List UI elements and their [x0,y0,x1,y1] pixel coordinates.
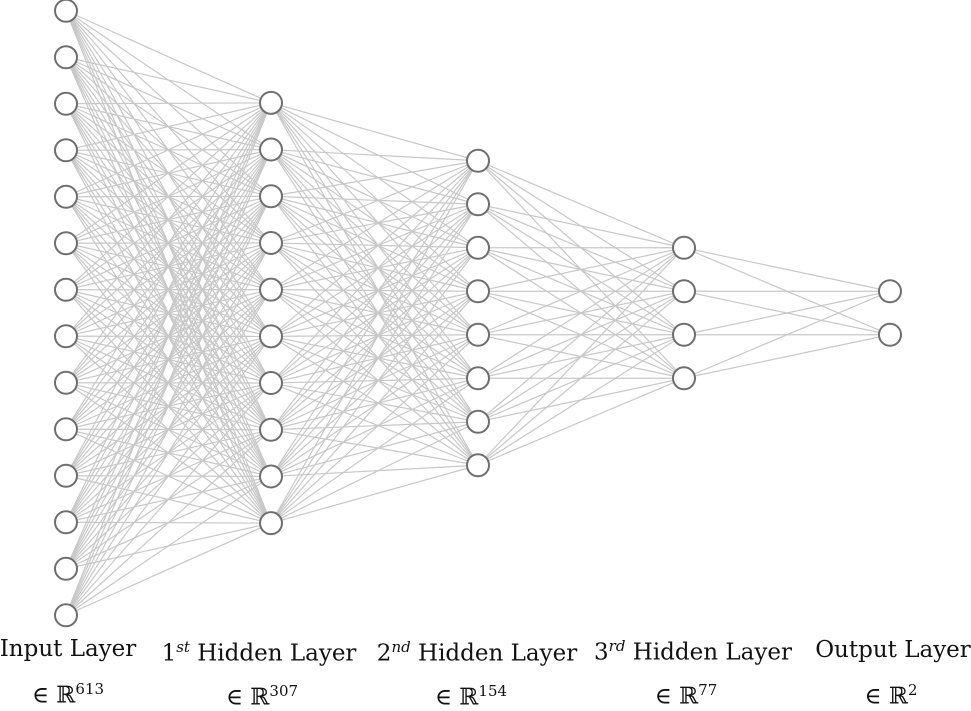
input-neuron [55,465,77,487]
connection-edge [271,378,478,523]
output-neuron [879,280,901,302]
hidden1-dim: 307 [269,682,298,700]
output-neuron [879,324,901,346]
connection-edge [271,422,478,523]
connection-edge [684,335,890,379]
hidden3-neuron [673,324,695,346]
connection-edge [271,150,478,248]
hidden3-ordinal: 3 [594,640,609,666]
connection-edges [66,11,890,616]
connection-edge [271,161,478,383]
input-neuron [55,279,77,301]
connection-edge [271,161,478,430]
hidden2-neuron [467,454,489,476]
label-hidden-layer-1: 1st Hidden Layer [162,638,357,667]
hidden1-neuron [260,185,282,207]
hidden2-neuron [467,237,489,259]
hidden1-ordinal-suffix: st [176,638,190,656]
dim-output-layer: ∈ ℝ2 [865,681,918,710]
input-neuron [55,186,77,208]
hidden1-dim-prefix: ∈ ℝ [226,685,269,711]
hidden1-neuron [260,512,282,534]
hidden1-neuron [260,465,282,487]
dim-hidden-layer-1: ∈ ℝ307 [226,682,298,711]
label-output-layer: Output Layer [815,637,971,663]
input-neuron [55,418,77,440]
hidden2-neuron [467,411,489,433]
hidden2-neuron [467,150,489,172]
hidden3-dim: 77 [698,681,717,699]
hidden3-neuron [673,367,695,389]
hidden2-neuron [467,367,489,389]
input-neuron [55,372,77,394]
input-layer-dim-prefix: ∈ ℝ [32,683,75,709]
connection-edge [478,378,684,465]
label-input-layer: Input Layer [0,636,136,662]
hidden3-neuron [673,237,695,259]
hidden2-ordinal-suffix: nd [391,638,410,656]
hidden1-neuron [260,92,282,114]
connection-edge [478,161,684,248]
output-layer-dim: 2 [908,681,918,699]
connection-edge [271,248,478,337]
output-layer-title: Output Layer [815,637,971,663]
connection-edge [478,204,684,248]
input-neuron [55,232,77,254]
input-neuron [55,0,77,22]
hidden2-neuron [467,280,489,302]
input-neuron [55,325,77,347]
connection-edge [478,248,684,466]
dim-hidden-layer-3: ∈ ℝ77 [655,681,718,710]
hidden1-neuron [260,139,282,161]
hidden1-neuron [260,419,282,441]
connection-edge [66,103,271,104]
connection-edge [271,103,478,204]
input-neuron [55,139,77,161]
label-hidden-layer-2: 2nd Hidden Layer [377,638,577,667]
connection-edge [271,103,478,335]
connection-edge [271,161,478,197]
hidden3-neuron [673,280,695,302]
input-layer-title: Input Layer [0,636,136,662]
connection-edge [271,291,478,523]
hidden3-dim-prefix: ∈ ℝ [655,684,698,710]
connection-edge [271,150,478,161]
hidden1-title: Hidden Layer [197,641,356,667]
hidden2-neuron [467,193,489,215]
dim-input-layer: ∈ ℝ613 [32,680,104,709]
hidden2-neuron [467,324,489,346]
connection-edge [66,103,271,615]
hidden1-neuron [260,325,282,347]
input-neuron [55,93,77,115]
input-neuron [55,558,77,580]
hidden2-ordinal: 2 [377,641,392,667]
neuron-nodes [55,0,901,626]
hidden1-ordinal: 1 [162,641,177,667]
hidden2-title: Hidden Layer [418,641,577,667]
connection-edge [478,335,684,466]
connection-edge [271,103,478,248]
hidden2-dim: 154 [478,682,507,700]
hidden2-dim-prefix: ∈ ℝ [435,685,478,711]
neural-network-diagram [0,0,971,630]
hidden3-ordinal-suffix: rd [609,637,626,655]
input-neuron [55,604,77,626]
hidden1-neuron [260,372,282,394]
hidden1-neuron [260,279,282,301]
input-layer-dim: 613 [75,680,104,698]
input-neuron [55,46,77,68]
dim-hidden-layer-2: ∈ ℝ154 [435,682,507,711]
connection-edge [271,290,478,379]
connection-edge [684,248,890,292]
connection-edge [271,378,478,476]
hidden1-neuron [260,232,282,254]
hidden3-title: Hidden Layer [633,640,792,666]
label-hidden-layer-3: 3rd Hidden Layer [594,637,792,666]
input-neuron [55,511,77,533]
output-layer-dim-prefix: ∈ ℝ [865,684,908,710]
